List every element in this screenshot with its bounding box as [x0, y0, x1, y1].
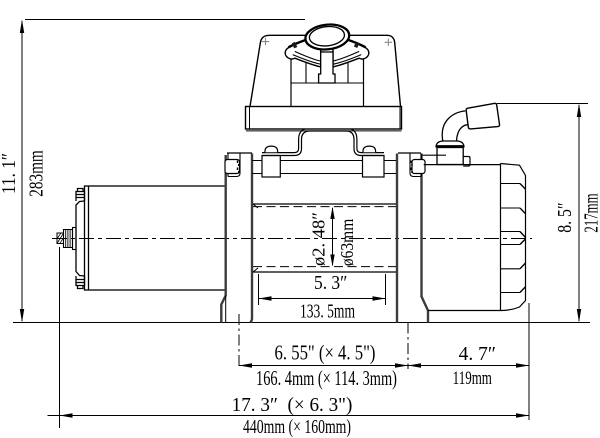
svg-text:119mm: 119mm: [453, 366, 492, 388]
svg-text:166. 4mm (× 114. 3mm): 166. 4mm (× 114. 3mm): [256, 366, 397, 391]
svg-text:17. 3″ (× 6. 3"): 17. 3″ (× 6. 3"): [232, 393, 353, 416]
svg-text:4. 7″: 4. 7″: [459, 344, 496, 365]
svg-text:217mm: 217mm: [580, 193, 600, 232]
svg-text:8. 5″: 8. 5″: [553, 202, 575, 232]
svg-text:ø2. 48″: ø2. 48″: [309, 212, 328, 266]
svg-text:ø63mm: ø63mm: [337, 219, 357, 267]
svg-text:5. 3″: 5. 3″: [314, 273, 347, 294]
svg-text:6. 55" (× 4. 5"): 6. 55" (× 4. 5"): [275, 342, 376, 365]
svg-text:440mm (× 160mm): 440mm (× 160mm): [243, 416, 351, 438]
svg-text:133. 5mm: 133. 5mm: [300, 300, 355, 322]
svg-text:283mm: 283mm: [24, 150, 47, 197]
svg-text:11. 1″: 11. 1″: [0, 153, 20, 194]
